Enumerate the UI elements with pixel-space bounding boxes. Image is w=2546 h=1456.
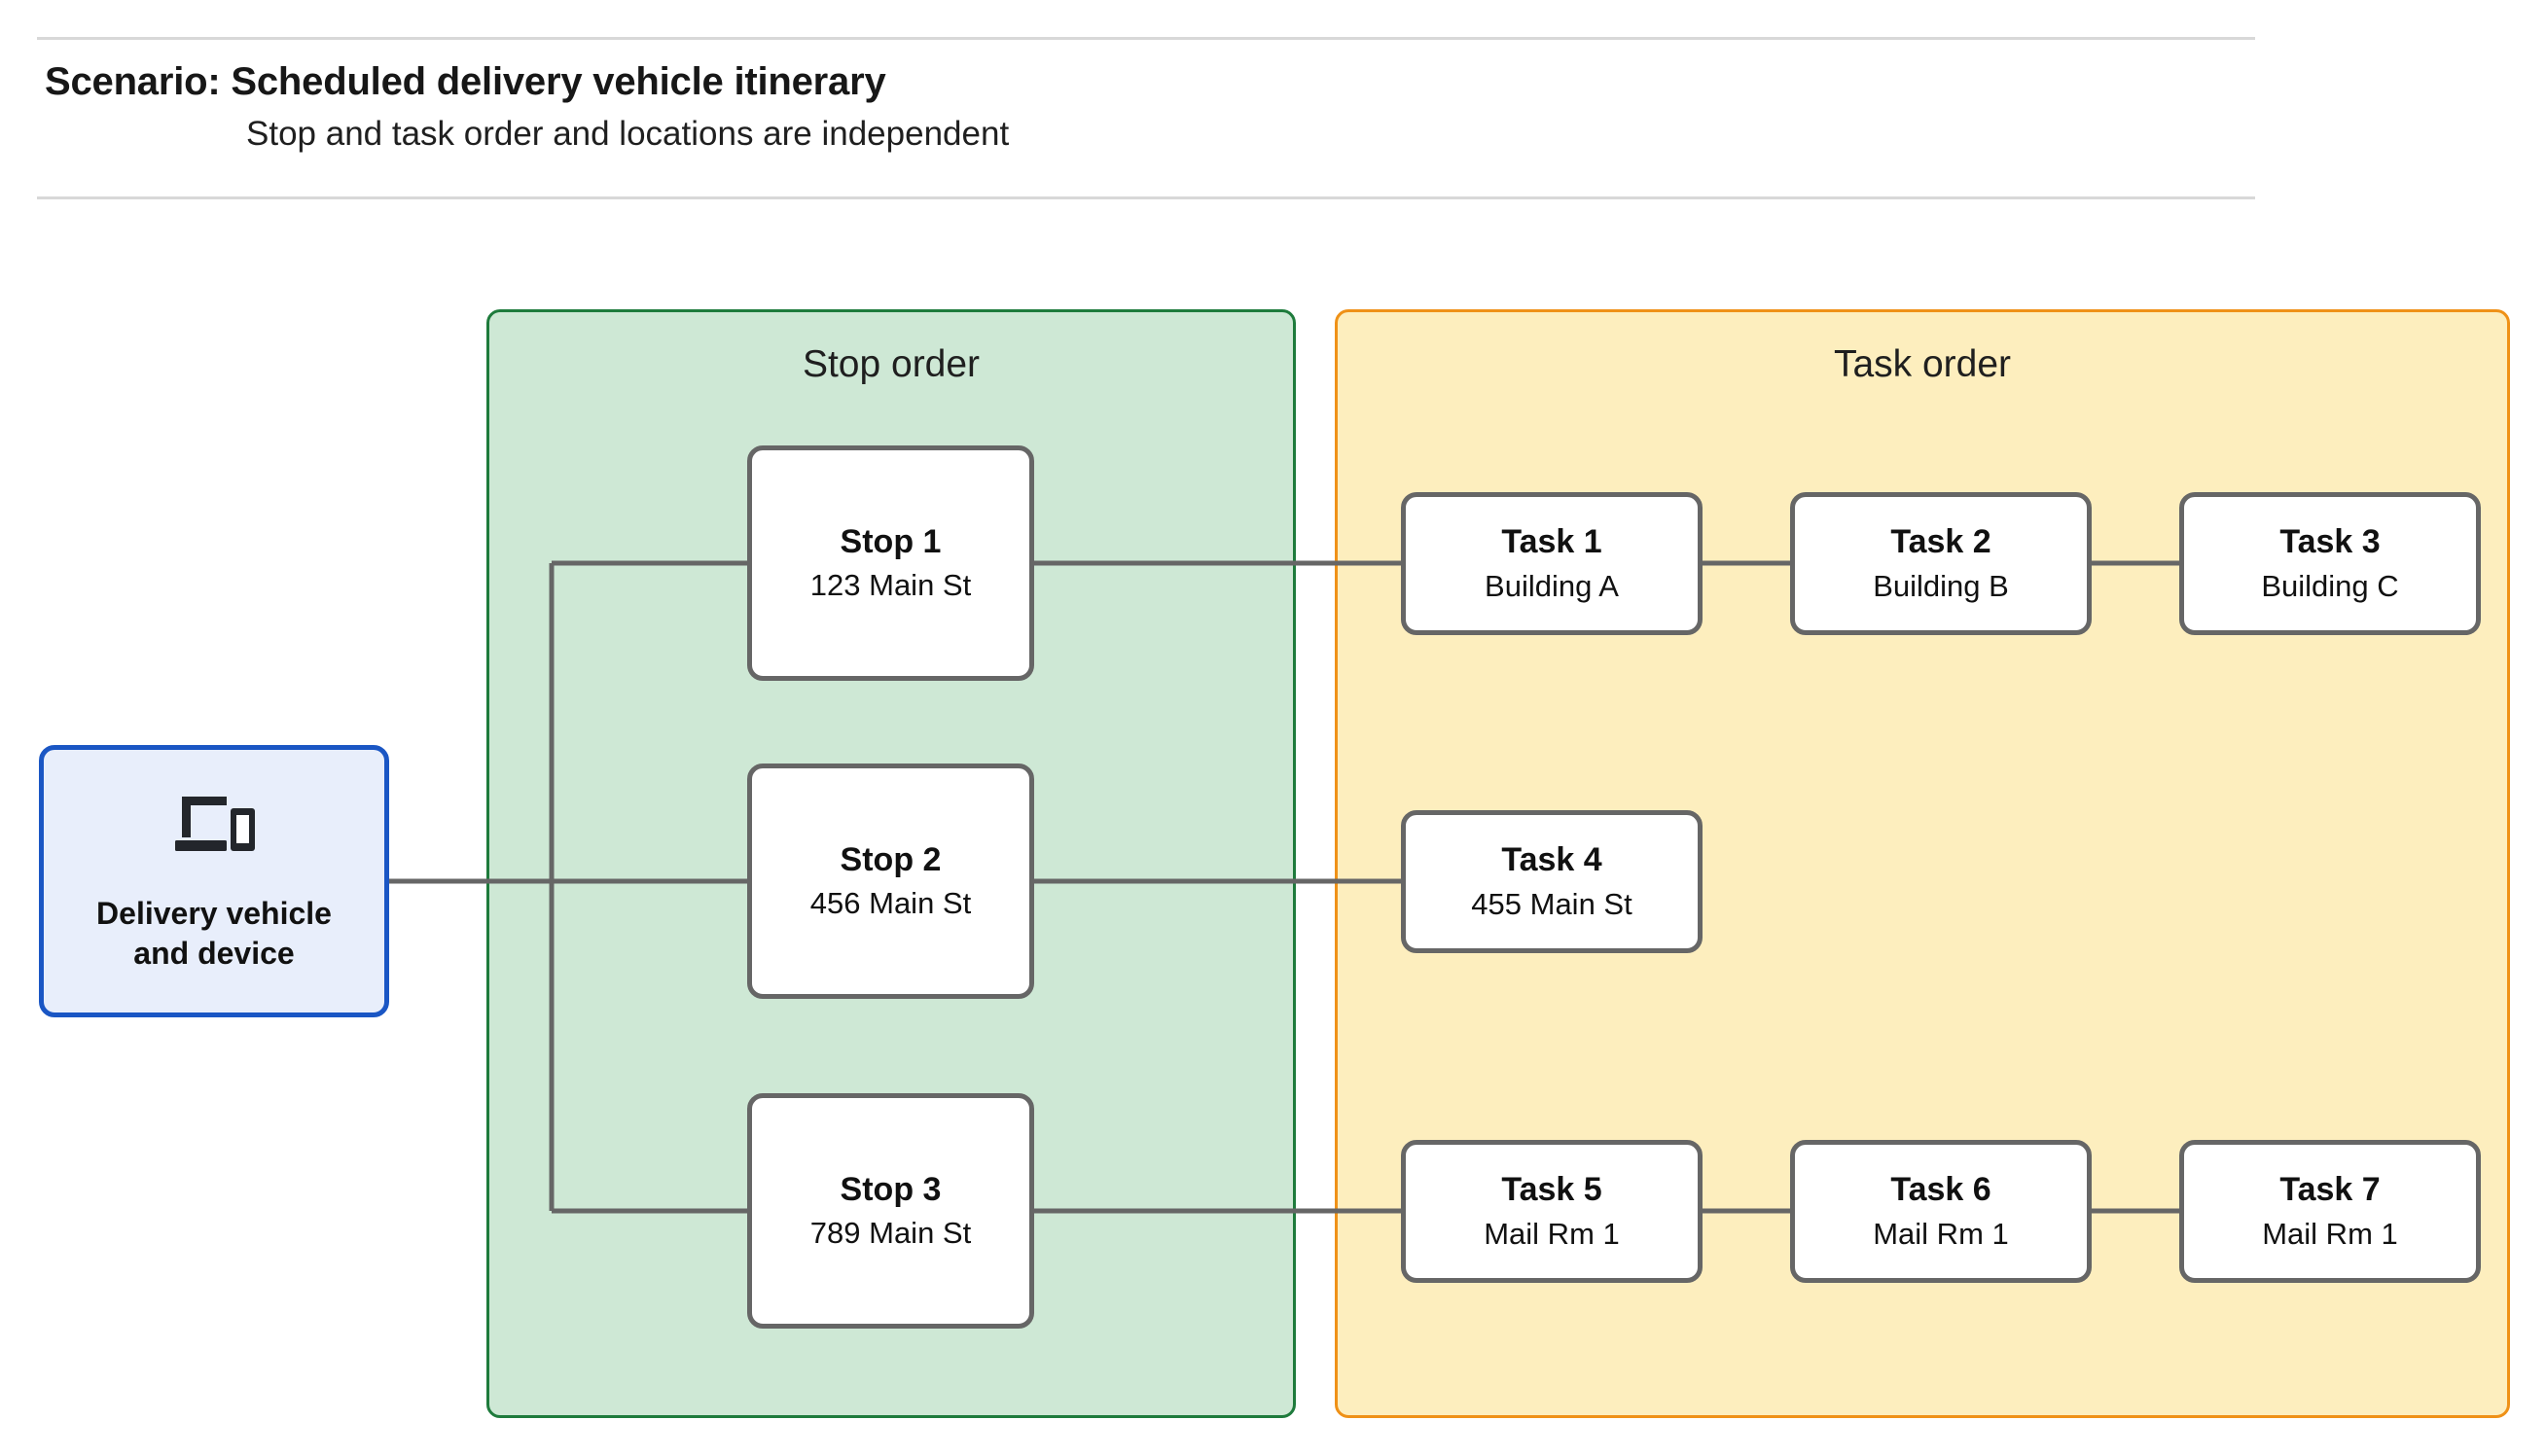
task-order-panel-title: Task order xyxy=(1833,343,2012,385)
task-node-location: Mail Rm 1 xyxy=(1873,1216,2009,1251)
task-node-location: Building B xyxy=(1873,568,2009,603)
task-node-1[interactable]: Task 1 Building A xyxy=(1401,492,1703,635)
task-node-location: Mail Rm 1 xyxy=(2262,1216,2398,1251)
task-node-5[interactable]: Task 5 Mail Rm 1 xyxy=(1401,1140,1703,1283)
task-node-title: Task 6 xyxy=(1890,1171,1991,1209)
delivery-vehicle-label: Delivery vehicle and device xyxy=(96,896,332,971)
page-subtitle: Stop and task order and locations are in… xyxy=(246,115,1010,153)
page-title: Scenario: Scheduled delivery vehicle iti… xyxy=(45,60,886,103)
task-node-title: Task 1 xyxy=(1501,523,1602,561)
task-node-7[interactable]: Task 7 Mail Rm 1 xyxy=(2179,1140,2481,1283)
task-node-location: Building A xyxy=(1485,568,1619,603)
stop-node-title: Stop 3 xyxy=(840,1170,942,1208)
task-node-6[interactable]: Task 6 Mail Rm 1 xyxy=(1790,1140,2092,1283)
stop-node-location: 123 Main St xyxy=(809,568,972,603)
stop-node-location: 456 Main St xyxy=(809,886,972,921)
delivery-vehicle-and-device-node[interactable]: Delivery vehicle and device xyxy=(39,745,389,1017)
task-node-4[interactable]: Task 4 455 Main St xyxy=(1401,810,1703,953)
task-node-3[interactable]: Task 3 Building C xyxy=(2179,492,2481,635)
task-node-location: Building C xyxy=(2261,568,2399,603)
header-divider-top xyxy=(37,37,2255,40)
task-node-title: Task 4 xyxy=(1501,841,1602,879)
task-node-location: Mail Rm 1 xyxy=(1484,1216,1620,1251)
task-node-title: Task 5 xyxy=(1501,1171,1602,1209)
task-node-2[interactable]: Task 2 Building B xyxy=(1790,492,2092,635)
stop-node-title: Stop 2 xyxy=(840,840,942,878)
header-divider-bottom xyxy=(37,196,2255,199)
devices-icon xyxy=(175,797,255,852)
stop-order-panel-title: Stop order xyxy=(802,343,981,385)
stop-node-1[interactable]: Stop 1 123 Main St xyxy=(747,445,1034,681)
stop-node-3[interactable]: Stop 3 789 Main St xyxy=(747,1093,1034,1329)
task-node-title: Task 7 xyxy=(2279,1171,2381,1209)
task-node-location: 455 Main St xyxy=(1471,886,1632,921)
stop-node-2[interactable]: Stop 2 456 Main St xyxy=(747,764,1034,999)
stop-node-title: Stop 1 xyxy=(840,522,942,560)
task-node-title: Task 3 xyxy=(2279,523,2381,561)
task-node-title: Task 2 xyxy=(1890,523,1991,561)
stop-node-location: 789 Main St xyxy=(809,1216,972,1251)
